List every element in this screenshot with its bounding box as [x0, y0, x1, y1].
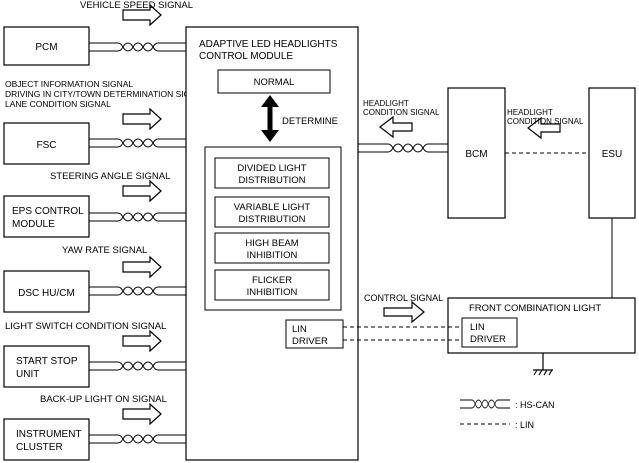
front-lin-line2: DRIVER: [470, 334, 506, 345]
fsc-label: FSC: [37, 140, 57, 151]
esu-box: ESU: [588, 87, 636, 219]
eps-control-module-box: EPS CONTROL MODULE: [3, 195, 90, 238]
flicker-line1: FLICKER: [252, 275, 292, 286]
dsc-box: DSC HU/CM: [3, 270, 90, 313]
arrow-fsc: [122, 107, 162, 131]
instrument-cluster-box: INSTRUMENT CLUSTER: [3, 418, 90, 461]
headlight-signal-esu-line1: HEADLIGHT: [507, 108, 553, 117]
legend-lin: : LIN: [515, 420, 534, 430]
legend-hs-can: : HS-CAN: [515, 400, 555, 410]
ground-icon: [533, 353, 553, 376]
arrow-headlight-esu: [527, 116, 561, 140]
vehicle-speed-signal: VEHICLE SPEED SIGNAL: [80, 0, 193, 11]
pcm-box: PCM: [3, 26, 90, 66]
light-switch-signal: LIGHT SWITCH CONDITION SIGNAL: [5, 321, 166, 332]
divided-light-line2: DISTRIBUTION: [238, 175, 305, 186]
backup-light-signal: BACK-UP LIGHT ON SIGNAL: [40, 394, 167, 405]
start-stop-unit-box: START STOP UNIT: [3, 345, 90, 388]
start-stop-label-line2: UNIT: [16, 369, 39, 380]
start-stop-label-line1: START STOP: [16, 356, 78, 367]
variable-light-line1: VARIABLE LIGHT: [234, 202, 311, 213]
module-title-line2: CONTROL MODULE: [199, 51, 293, 62]
legend: : HS-CAN : LIN: [460, 397, 555, 430]
dsc-label: DSC HU/CM: [18, 288, 75, 299]
arrow-backup: [122, 402, 162, 426]
arrow-vehicle-speed: [122, 3, 162, 27]
front-combination-light-label: FRONT COMBINATION LIGHT: [469, 303, 601, 314]
hs-can-link-module-bcm: [358, 141, 448, 155]
flicker-line2: INHIBITION: [247, 287, 298, 298]
determine-label: DETERMINE: [282, 116, 338, 127]
object-information-signal: OBJECT INFORMATION SIGNAL: [5, 79, 133, 89]
driving-city-signal: DRIVING IN CITY/TOWN DETERMINATION SIGNA…: [5, 89, 207, 99]
headlight-signal-bcm-line1: HEADLIGHT: [363, 99, 409, 108]
front-combination-light-box: FRONT COMBINATION LIGHT LIN DRIVER: [447, 297, 636, 354]
yaw-rate-signal: YAW RATE SIGNAL: [62, 245, 147, 256]
high-beam-line1: HIGH BEAM: [245, 238, 298, 249]
normal-state: NORMAL: [254, 77, 295, 88]
divided-light-line1: DIVIDED LIGHT: [237, 163, 306, 174]
esu-label: ESU: [602, 149, 623, 160]
cluster-label-line2: CLUSTER: [16, 442, 63, 453]
pcm-label: PCM: [35, 42, 57, 53]
bcm-label: BCM: [465, 149, 487, 160]
adaptive-led-headlights-control-module: ADAPTIVE LED HEADLIGHTS CONTROL MODULE N…: [185, 26, 359, 461]
signal-arrows: [122, 3, 561, 426]
eps-label-line1: EPS CONTROL: [12, 206, 84, 217]
arrow-light-switch: [122, 329, 162, 353]
arrow-yaw: [122, 255, 162, 279]
module-lin-line2: DRIVER: [292, 336, 328, 347]
eps-label-line2: MODULE: [12, 219, 55, 230]
headlight-signal-esu-line2: CONDITION SIGNAL: [507, 117, 584, 126]
module-lin-line1: LIN: [292, 324, 307, 335]
signal-labels: VEHICLE SPEED SIGNAL OBJECT INFORMATION …: [5, 0, 584, 405]
cluster-label-line1: INSTRUMENT: [16, 429, 82, 440]
steering-angle-signal: STEERING ANGLE SIGNAL: [50, 171, 170, 182]
control-signal: CONTROL SIGNAL: [364, 293, 443, 303]
fsc-box: FSC: [3, 122, 90, 165]
bcm-box: BCM: [447, 87, 506, 219]
lin-links-module-front: [343, 326, 462, 341]
module-title-line1: ADAPTIVE LED HEADLIGHTS: [199, 39, 338, 50]
arrow-steering: [122, 179, 162, 203]
determine-arrow-icon: [261, 95, 279, 142]
high-beam-line2: INHIBITION: [247, 250, 298, 261]
front-lin-line1: LIN: [470, 322, 485, 333]
arrow-headlight-bcm: [379, 115, 413, 139]
lane-condition-signal: LANE CONDITION SIGNAL: [5, 99, 111, 109]
headlight-signal-bcm-line2: CONDITION SIGNAL: [363, 108, 440, 117]
variable-light-line2: DISTRIBUTION: [238, 214, 305, 225]
arrow-control: [383, 300, 425, 324]
twisted-pair-left: [117, 40, 159, 446]
